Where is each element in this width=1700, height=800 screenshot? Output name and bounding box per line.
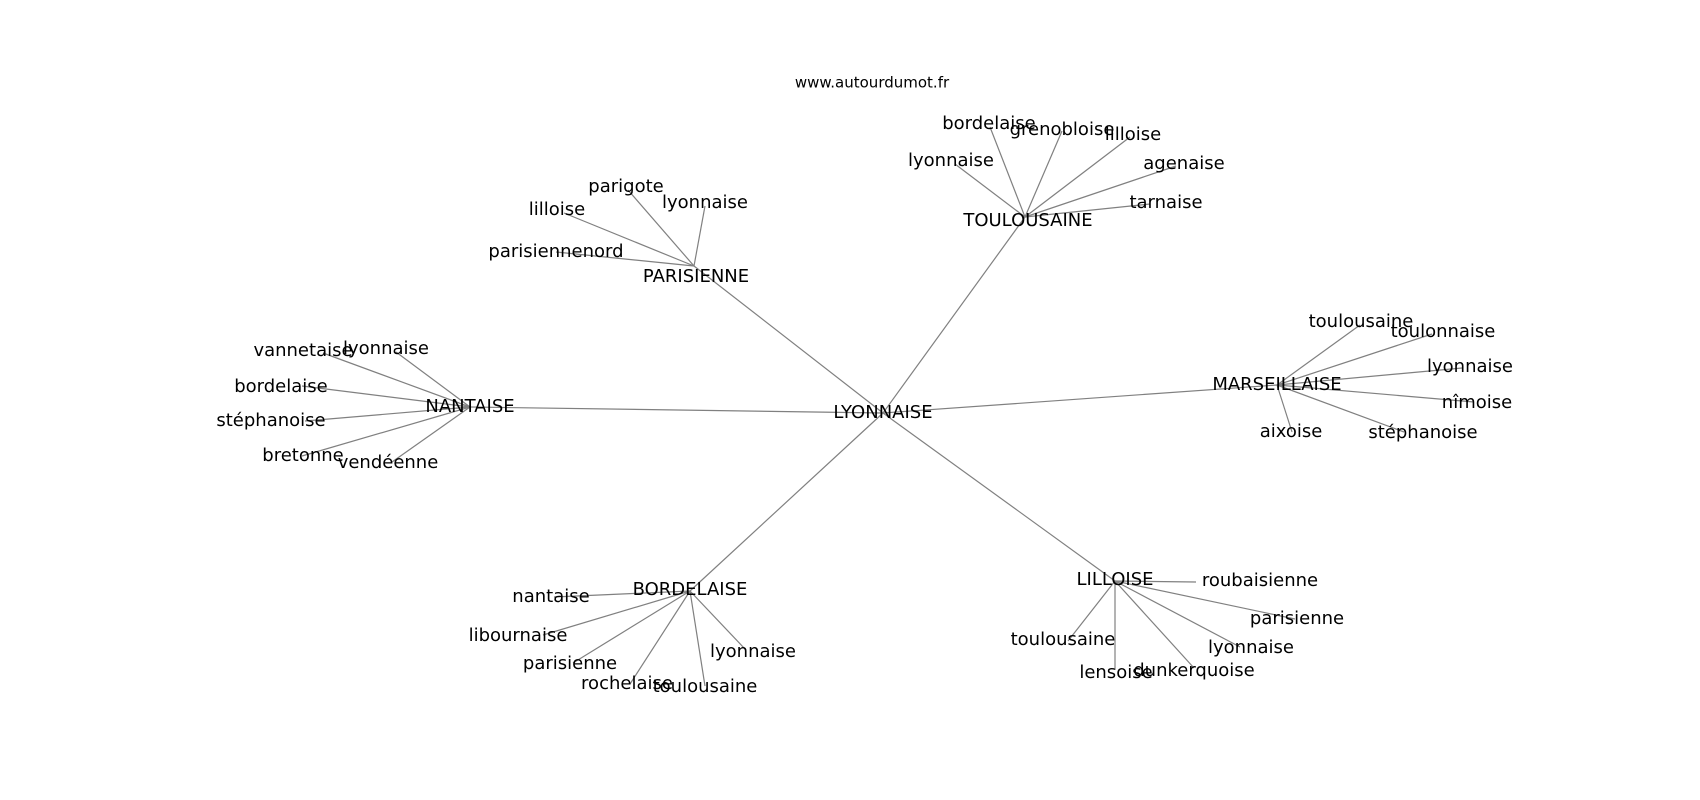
leaf-node-label: libournaise — [469, 625, 568, 646]
edge-hub-to-child — [1114, 580, 1241, 648]
leaf-node-label: lensoise — [1079, 662, 1152, 683]
edge-hub-to-child — [627, 189, 695, 267]
edge-hub-to-child — [1114, 580, 1296, 620]
edge-hub-to-child — [563, 212, 695, 267]
edge-hub-to-child — [1024, 165, 1177, 218]
leaf-node-label: nîmoise — [1442, 392, 1512, 413]
hub-node-label: MARSEILLAISE — [1212, 374, 1341, 395]
leaf-node-label: parisienne — [1250, 608, 1344, 629]
center-node-label: LYONNAISE — [833, 402, 932, 423]
edge-hub-to-child — [555, 251, 695, 267]
leaf-node-label: bretonne — [262, 445, 343, 466]
hub-node-label: NANTAISE — [425, 396, 514, 417]
edge-center-to-hub — [882, 412, 1116, 582]
edge-hub-to-child — [954, 163, 1026, 218]
leaf-node-label: nantaise — [512, 586, 589, 607]
edge-hub-to-child — [1024, 203, 1151, 218]
edge-center-to-hub — [882, 384, 1278, 414]
edge-center-to-hub — [469, 406, 884, 414]
edge-center-to-hub — [882, 216, 1026, 414]
leaf-node-label: lyonnaise — [1427, 356, 1513, 377]
edge-hub-to-child — [542, 590, 691, 636]
leaf-node-label: stéphanoise — [216, 410, 325, 431]
leaf-node-label: toulousaine — [653, 676, 758, 697]
source-label: www.autourdumot.fr — [795, 74, 950, 92]
leaf-node-label: parigote — [588, 176, 663, 197]
leaf-node-label: lyonnaise — [908, 150, 994, 171]
edge-hub-to-child — [1276, 384, 1405, 433]
edge-hub-to-child — [1276, 367, 1463, 386]
leaf-node-label: lyonnaise — [1208, 637, 1294, 658]
edge-hub-to-child — [629, 590, 691, 685]
edge-hub-to-child — [322, 352, 471, 408]
leaf-node-label: bordelaise — [942, 113, 1036, 134]
leaf-node-label: stéphanoise — [1368, 422, 1477, 443]
leaf-node-label: parisienne — [523, 653, 617, 674]
edge-center-to-hub — [693, 265, 884, 414]
leaf-node-label: rochelaise — [581, 673, 673, 694]
leaf-node-label: tarnaise — [1129, 192, 1202, 213]
hub-node-label: LILLOISE — [1076, 569, 1153, 590]
edge-hub-to-child — [572, 590, 691, 664]
edge-hub-to-child — [1067, 580, 1116, 642]
leaf-node-label: roubaisienne — [1202, 570, 1318, 591]
edges-group — [301, 126, 1475, 687]
leaf-node-label: bordelaise — [234, 376, 328, 397]
edge-hub-to-child — [1276, 333, 1433, 386]
leaf-node-label: lyonnaise — [710, 641, 796, 662]
edge-hub-to-child — [395, 351, 471, 408]
edge-hub-to-child — [1276, 384, 1293, 433]
leaf-node-label: dunkerquoise — [1133, 660, 1254, 681]
edge-hub-to-child — [301, 406, 471, 457]
leaf-node-label: vendéenne — [338, 452, 439, 473]
leaf-node-label: lyonnaise — [662, 192, 748, 213]
edge-hub-to-child — [1024, 136, 1131, 218]
edge-hub-to-child — [1114, 580, 1195, 669]
leaf-node-label: vannetaise — [253, 340, 352, 361]
edge-hub-to-child — [1114, 580, 1197, 583]
edge-hub-to-child — [1024, 130, 1063, 218]
leaf-node-label: toulousaine — [1011, 629, 1116, 650]
leaf-node-label: toulousaine — [1309, 311, 1414, 332]
leaf-node-label: agenaise — [1143, 153, 1224, 174]
labels-group: LYONNAISEPARISIENNEparigotelyonnaiselill… — [216, 113, 1513, 697]
leaf-node-label: lilloise — [529, 199, 585, 220]
edge-hub-to-child — [553, 590, 691, 598]
leaf-node-label: lyonnaise — [343, 338, 429, 359]
edge-hub-to-child — [989, 126, 1026, 218]
edge-hub-to-child — [689, 590, 746, 650]
edge-center-to-hub — [689, 412, 884, 592]
hub-node-label: PARISIENNE — [643, 266, 749, 287]
edge-hub-to-child — [1276, 324, 1361, 386]
edge-hub-to-child — [301, 385, 471, 408]
leaf-node-label: lilloise — [1105, 124, 1161, 145]
leaf-node-label: grenobloise — [1010, 119, 1115, 140]
edge-hub-to-child — [391, 406, 471, 463]
edge-hub-to-child — [689, 590, 706, 687]
edge-hub-to-child — [304, 406, 471, 422]
edge-hub-to-child — [693, 205, 706, 267]
leaf-node-label: toulonnaise — [1391, 321, 1496, 342]
edge-hub-to-child — [1276, 384, 1475, 403]
hub-node-label: TOULOUSAINE — [962, 210, 1092, 231]
leaf-node-label: aixoise — [1260, 421, 1323, 442]
hub-node-label: BORDELAISE — [633, 579, 748, 600]
leaf-node-label: parisiennenord — [488, 241, 623, 262]
